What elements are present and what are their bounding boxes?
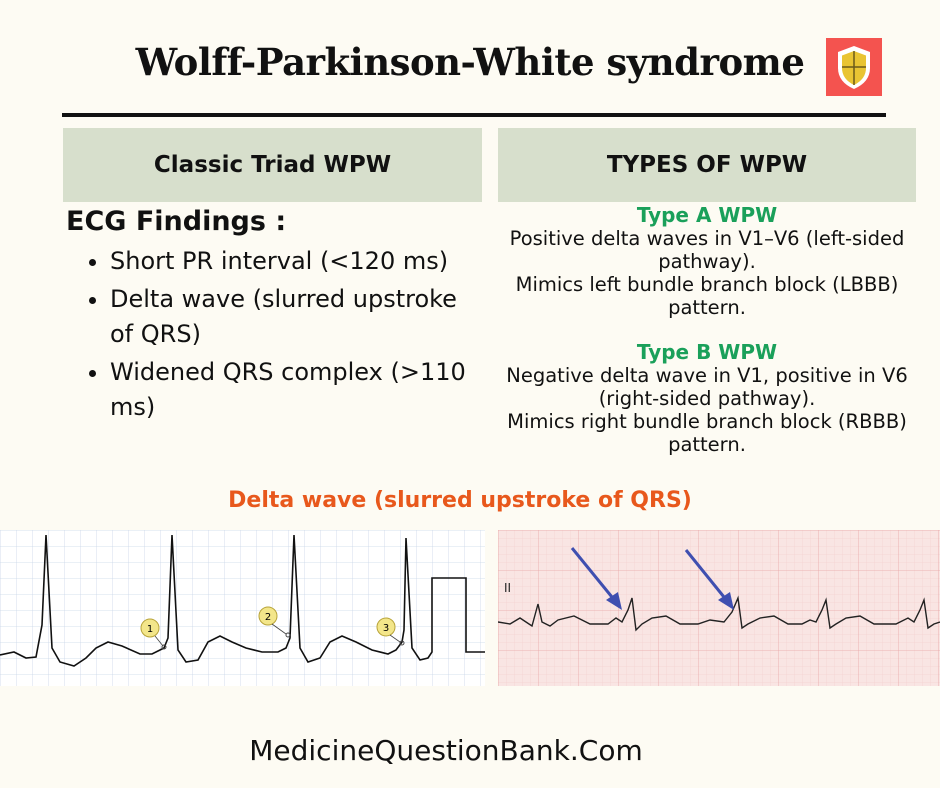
type-b-line-2: Mimics right bundle branch block (RBBB) …	[507, 410, 907, 456]
wpw-types: Type A WPW Positive delta waves in V1–V6…	[500, 204, 914, 478]
finding-wide-qrs: Widened QRS complex (>110 ms)	[110, 355, 470, 425]
header-types-of-wpw: TYPES OF WPW	[498, 128, 916, 202]
delta-wave-title: Delta wave (slurred upstroke of QRS)	[228, 488, 692, 513]
marker-1: 1	[140, 618, 167, 650]
marker-2-label: 2	[265, 612, 271, 623]
marker-3-label: 3	[383, 623, 389, 634]
finding-short-pr: Short PR interval (<120 ms)	[110, 244, 470, 279]
header-classic-triad: Classic Triad WPW	[63, 128, 482, 202]
type-a-line-1: Positive delta waves in V1–V6 (left-side…	[509, 227, 905, 273]
ecg-findings-heading: ECG Findings :	[66, 206, 287, 237]
ecg-strip-lead-ii: II	[498, 530, 940, 686]
type-a-title: Type A WPW	[636, 203, 778, 227]
arrow-2	[684, 549, 730, 603]
ecg-strip-annotated: 1 2 3	[0, 530, 485, 686]
marker-1-label: 1	[147, 624, 153, 635]
arrow-1-head	[606, 592, 622, 610]
ecg-findings-list: Short PR interval (<120 ms) Delta wave (…	[82, 244, 470, 428]
arrow-1	[570, 547, 618, 603]
lead-label: II	[504, 581, 511, 595]
page-title: Wolff-Parkinson-White syndrome	[135, 40, 805, 84]
type-b-block: Type B WPW Negative delta wave in V1, po…	[500, 340, 914, 457]
arrow-2-head	[718, 592, 734, 610]
marker-3: 3	[376, 617, 405, 646]
marker-2: 2	[258, 606, 291, 638]
title-divider	[62, 113, 886, 117]
type-a-line-2: Mimics left bundle branch block (LBBB) p…	[515, 273, 899, 319]
type-a-block: Type A WPW Positive delta waves in V1–V6…	[500, 203, 914, 320]
footer-site-name: MedicineQuestionBank.Com	[249, 734, 643, 767]
type-b-line-1: Negative delta wave in V1, positive in V…	[506, 364, 908, 410]
type-b-title: Type B WPW	[636, 340, 778, 364]
shield-icon	[826, 38, 882, 96]
finding-delta-wave: Delta wave (slurred upstroke of QRS)	[110, 282, 470, 352]
